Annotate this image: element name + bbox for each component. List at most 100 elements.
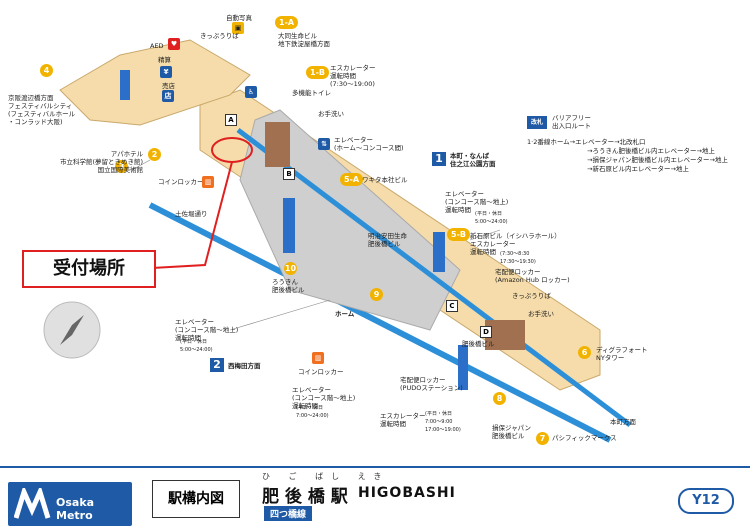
legend-item: →ろうきん肥後橋ビル内エレベーター→地上 bbox=[587, 147, 715, 155]
legend-title: バリアフリー 出入口ルート bbox=[552, 114, 591, 130]
aed-icon: ♥ bbox=[168, 38, 180, 50]
exit-8-badge[interactable]: 8 bbox=[493, 392, 506, 405]
footer-divider bbox=[0, 466, 750, 468]
osaka-metro-logo: Osaka Metro bbox=[8, 482, 132, 526]
metro-m-icon bbox=[14, 488, 51, 519]
gate-d-marker: D bbox=[480, 326, 492, 338]
legend-item: →新石原ビル内エレベーター→地上 bbox=[587, 165, 689, 173]
exit4-dest: 京阪渡辺橋方面 フェスティバルシティ (フェスティバルホール ・コンラッド大阪) bbox=[8, 94, 76, 126]
street-left-label: 土佐堀通り bbox=[175, 210, 208, 218]
callout-connector bbox=[151, 161, 233, 269]
fare-adjust-icon: ¥ bbox=[160, 66, 172, 78]
concourse-north bbox=[59, 39, 251, 126]
rokin-label: ろうきん 肥後橋ビル bbox=[272, 278, 305, 294]
exit-9-badge[interactable]: 9 bbox=[370, 288, 383, 301]
kippu-top-label: きっぷうりば bbox=[200, 32, 239, 40]
escalator-8-hours: (平日・休日 7:00〜9:00 17:00〜19:00) bbox=[425, 411, 461, 433]
photo-icon: ▣ bbox=[232, 22, 244, 34]
exit-6-badge[interactable]: 6 bbox=[578, 346, 591, 359]
exit-5a-badge[interactable]: 5-A bbox=[340, 173, 364, 186]
section-label: 駅構内図 bbox=[152, 480, 240, 518]
stairs-block-1 bbox=[283, 198, 295, 253]
line-badge: 四つ橋線 bbox=[264, 506, 313, 521]
leader-line bbox=[469, 229, 501, 241]
barrier-free-icon: 改札 bbox=[527, 116, 547, 129]
photo-booth-label: 自動写真 bbox=[226, 14, 252, 22]
hand-wash-label: お手洗い bbox=[318, 110, 344, 118]
exit-2-badge[interactable]: 2 bbox=[148, 148, 161, 161]
stairs-block-2 bbox=[433, 232, 445, 272]
exit5a-dest: ワキタ本社ビル bbox=[362, 176, 408, 184]
station-ruby: ひ ご ばし えき bbox=[262, 472, 390, 481]
exit-1b-badge[interactable]: 1-B bbox=[306, 66, 329, 79]
gate-c-marker: C bbox=[446, 300, 458, 312]
elevator-4-hours: (平日・休日 7:00〜24:00) bbox=[296, 405, 329, 419]
reception-callout: 受付場所 bbox=[22, 250, 156, 288]
meiji-label: 明治安田生命 肥後橋ビル bbox=[368, 232, 407, 248]
elevator-2-hours: (平日・休日 5:00〜24:00) bbox=[475, 211, 508, 225]
station-name-jp: 肥 後 橋 駅 bbox=[262, 487, 348, 507]
track-1-marker: 1 bbox=[432, 152, 446, 166]
exit6-dest: ディグラフォート NYタワー bbox=[596, 346, 648, 362]
hand-wash-2-label: お手洗い bbox=[528, 310, 554, 318]
exit-4-badge[interactable]: 4 bbox=[40, 64, 53, 77]
gate-north bbox=[265, 122, 290, 167]
gate-b-marker: B bbox=[283, 168, 295, 180]
exit-3-badge[interactable]: 3 bbox=[115, 160, 128, 173]
leader-line bbox=[229, 299, 331, 331]
delivery-amazon-label: 宅配便ロッカー (Amazon Hub ロッカー) bbox=[495, 268, 570, 284]
toilet-multi-label: 多機能トイレ bbox=[292, 89, 331, 97]
legend-item: →損保ジャパン肥後橋ビル内エレベーター→地上 bbox=[587, 156, 728, 164]
elevator-hall-label: エレベーター (ホーム〜コンコース間) bbox=[334, 136, 404, 152]
elevator-3-label: エレベーター (コンコース階〜地上) 運転時間 bbox=[175, 318, 239, 342]
exit3-dest: アパホテル 市立科学館(夢留ときめき館) 国立国際美術館 bbox=[60, 150, 144, 174]
dir-honmachi: 本町・なんば 住之江公園方面 bbox=[450, 152, 496, 168]
toilet-icon: ♿ bbox=[245, 86, 257, 98]
kippu-2-label: きっぷうりば bbox=[512, 292, 551, 300]
elevator-3-hours: (平日・休日 5:00〜24:00) bbox=[180, 339, 213, 353]
gate-a-marker: A bbox=[225, 114, 237, 126]
dir-nishiumeda: 西梅田方面 bbox=[228, 362, 261, 370]
exit-1a-badge[interactable]: 1-A bbox=[275, 16, 299, 29]
exit-7-badge[interactable]: 7 bbox=[536, 432, 549, 445]
aed-label: AED bbox=[150, 42, 164, 50]
street-right-label: 本町方面 bbox=[610, 418, 636, 426]
station-map bbox=[43, 39, 632, 443]
shop-label: 売店 bbox=[162, 82, 175, 90]
locker-icon: ▥ bbox=[202, 176, 214, 188]
shop-icon: 店 bbox=[162, 90, 174, 102]
legend-item: 1·2番線ホーム→エレベーター→北改札口 bbox=[527, 138, 646, 146]
exit5b-hours: (7:30〜8:30 17:30〜19:30) bbox=[500, 251, 536, 265]
escalator-8-label: エスカレーター 運転時間 bbox=[380, 412, 426, 428]
coin-locker-2-label: コインロッカー bbox=[298, 368, 344, 376]
higobashi-bldg-label: 肥後橋ビル bbox=[462, 340, 495, 348]
platform-label: ホーム bbox=[335, 310, 355, 318]
leader-line bbox=[131, 159, 151, 171]
exit5b-dest: 新石原ビル（イシハラホール） エスカレーター 運転時間 bbox=[470, 232, 561, 256]
delivery-pudo-label: 宅配便ロッカー (PUDOステーション) bbox=[400, 376, 463, 392]
exit7-dest: パシフィックマークス bbox=[552, 434, 617, 442]
escalator-1b-label: エスカレーター 運転時間 (7:30〜19:00) bbox=[330, 64, 376, 88]
compass-needle bbox=[60, 315, 84, 345]
station-name-en: HIGOBASHI bbox=[358, 485, 456, 501]
stairs-block-4 bbox=[120, 70, 130, 100]
elevator-icon: ⇅ bbox=[318, 138, 330, 150]
exit-1a-dest: 大同生命ビル 地下鉄淀屋橋方面 bbox=[278, 32, 330, 48]
platform-area bbox=[239, 109, 461, 331]
track-line-main bbox=[236, 128, 632, 427]
locker-icon-2: ▥ bbox=[312, 352, 324, 364]
track-line-left bbox=[148, 202, 612, 443]
stairs-block-3 bbox=[458, 345, 468, 390]
station-code-badge: Y12 bbox=[678, 488, 734, 514]
exit-10-badge[interactable]: 10 bbox=[284, 262, 297, 275]
coin-locker-1-label: コインロッカー bbox=[158, 178, 204, 186]
legend-list: 1·2番線ホーム→エレベーター→北改札口 →ろうきん肥後橋ビル内エレベーター→地… bbox=[527, 138, 728, 174]
settsu-label: 損保ジャパン 肥後橋ビル bbox=[492, 424, 531, 440]
exit-5b-badge[interactable]: 5-B bbox=[447, 228, 470, 241]
fare-adjust-label: 精算 bbox=[158, 56, 171, 64]
footer: Osaka Metro 駅構内図 ひ ご ばし えき 肥 後 橋 駅 HIGOB… bbox=[0, 458, 750, 530]
elevator-4-label: エレベーター (コンコース階〜地上) 運転時間 bbox=[292, 386, 356, 410]
track-2-marker: 2 bbox=[210, 358, 224, 372]
elevator-2-label: エレベーター (コンコース階〜地上) 運転時間 bbox=[445, 190, 509, 214]
logo-text: Osaka Metro bbox=[56, 496, 95, 522]
